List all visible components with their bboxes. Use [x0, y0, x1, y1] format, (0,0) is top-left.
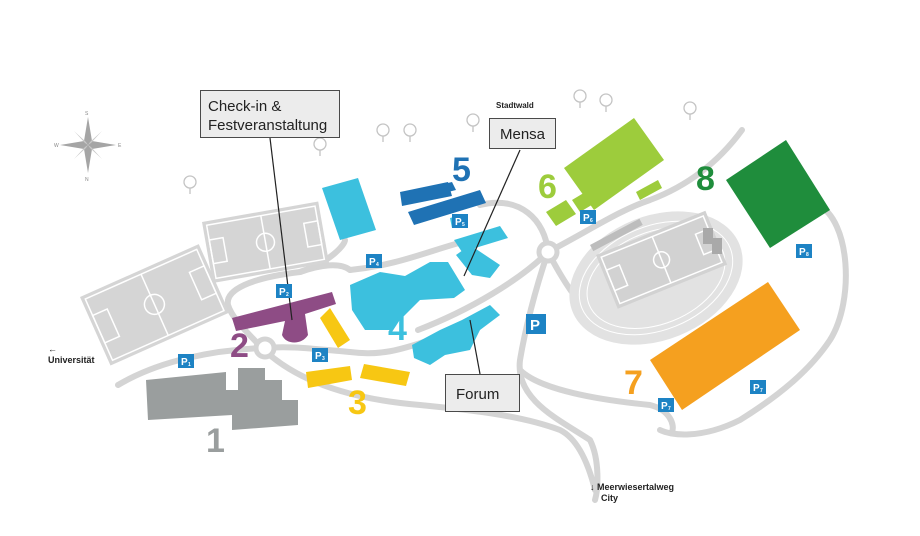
zone-6-buildings — [546, 118, 664, 226]
zone-4-buildings — [322, 178, 508, 365]
zone-number-2: 2 — [230, 327, 249, 365]
parking-sign-p7a: P 7 — [658, 398, 674, 412]
parking-sign-p1: P 1 — [178, 354, 194, 368]
callout-checkin-line2: Festveranstaltung — [208, 117, 328, 134]
callout-forum-label: Forum — [456, 386, 500, 403]
zone-3-buildings — [306, 308, 410, 388]
arrow-left-icon: ← — [48, 344, 57, 354]
svg-text:7: 7 — [760, 388, 763, 394]
parking-sign-p7b: P 7 — [750, 380, 766, 394]
compass-label-e: E — [118, 143, 122, 149]
svg-text:5: 5 — [462, 222, 465, 228]
svg-text:6: 6 — [590, 218, 593, 224]
zone-number-6: 6 — [538, 168, 557, 206]
roundabout-east — [536, 240, 560, 264]
stadium — [569, 210, 743, 345]
svg-text:P: P — [315, 351, 322, 362]
parking-sign-p4: P 4 — [366, 254, 382, 268]
zone-number-5: 5 — [452, 151, 471, 189]
soccer-field — [80, 244, 230, 366]
parking-sign-p6: P 6 — [580, 210, 596, 224]
zone-7-field — [650, 282, 800, 410]
zone-number-3: 3 — [348, 384, 367, 422]
svg-text:P: P — [799, 247, 806, 258]
zone-number-1: 1 — [206, 422, 225, 460]
label-stadtwald: Stadtwald — [496, 101, 534, 110]
callout-checkin: Check-in & Festveranstaltung — [200, 90, 340, 138]
svg-text:1: 1 — [188, 362, 191, 368]
label-universitaet: ← Universität — [48, 344, 95, 365]
zone-number-4: 4 — [388, 310, 407, 348]
parking-sign-p-main: P — [526, 314, 546, 334]
svg-text:P: P — [583, 213, 590, 224]
svg-text:P: P — [661, 401, 668, 412]
svg-text:4: 4 — [376, 262, 379, 268]
svg-text:P: P — [369, 257, 376, 268]
callout-forum: Forum — [445, 374, 520, 412]
svg-text:2: 2 — [286, 292, 289, 298]
zone-1-buildings — [146, 368, 298, 430]
zone-2-building — [232, 292, 336, 343]
zone-5-buildings — [400, 182, 486, 225]
arrow-down-icon: ↓ — [590, 482, 595, 492]
svg-text:P: P — [530, 317, 540, 334]
svg-text:7: 7 — [668, 406, 671, 412]
parking-sign-p3: P 3 — [312, 348, 328, 362]
svg-text:3: 3 — [322, 356, 325, 362]
roundabout-west — [253, 336, 277, 360]
label-meerwiesertalweg: ↓ Meerwiesertalweg City — [590, 482, 675, 503]
svg-text:P: P — [753, 383, 760, 394]
parking-sign-p5: P 5 — [452, 214, 468, 228]
svg-text:P: P — [455, 217, 462, 228]
compass-rose: S N W E — [54, 111, 122, 183]
compass-label-s: S — [85, 111, 89, 117]
svg-text:P: P — [279, 287, 286, 298]
zone-number-8: 8 — [696, 160, 715, 198]
parking-signs: P 1 P 2 P 3 P 4 P 5 P 6 P — [178, 210, 812, 412]
callout-mensa: Mensa — [489, 118, 556, 149]
soccer-field — [201, 201, 329, 284]
svg-text:8: 8 — [806, 252, 809, 258]
svg-text:P: P — [181, 357, 188, 368]
callout-checkin-line1: Check-in & — [208, 98, 282, 115]
parking-sign-p2: P 2 — [276, 284, 292, 298]
trees — [183, 89, 697, 194]
zone-8-field — [726, 140, 830, 248]
compass-label-w: W — [54, 143, 59, 149]
parking-sign-p8: P 8 — [796, 244, 812, 258]
callout-mensa-label: Mensa — [500, 126, 546, 143]
zone-number-7: 7 — [624, 364, 643, 402]
compass-label-n: N — [85, 177, 89, 183]
